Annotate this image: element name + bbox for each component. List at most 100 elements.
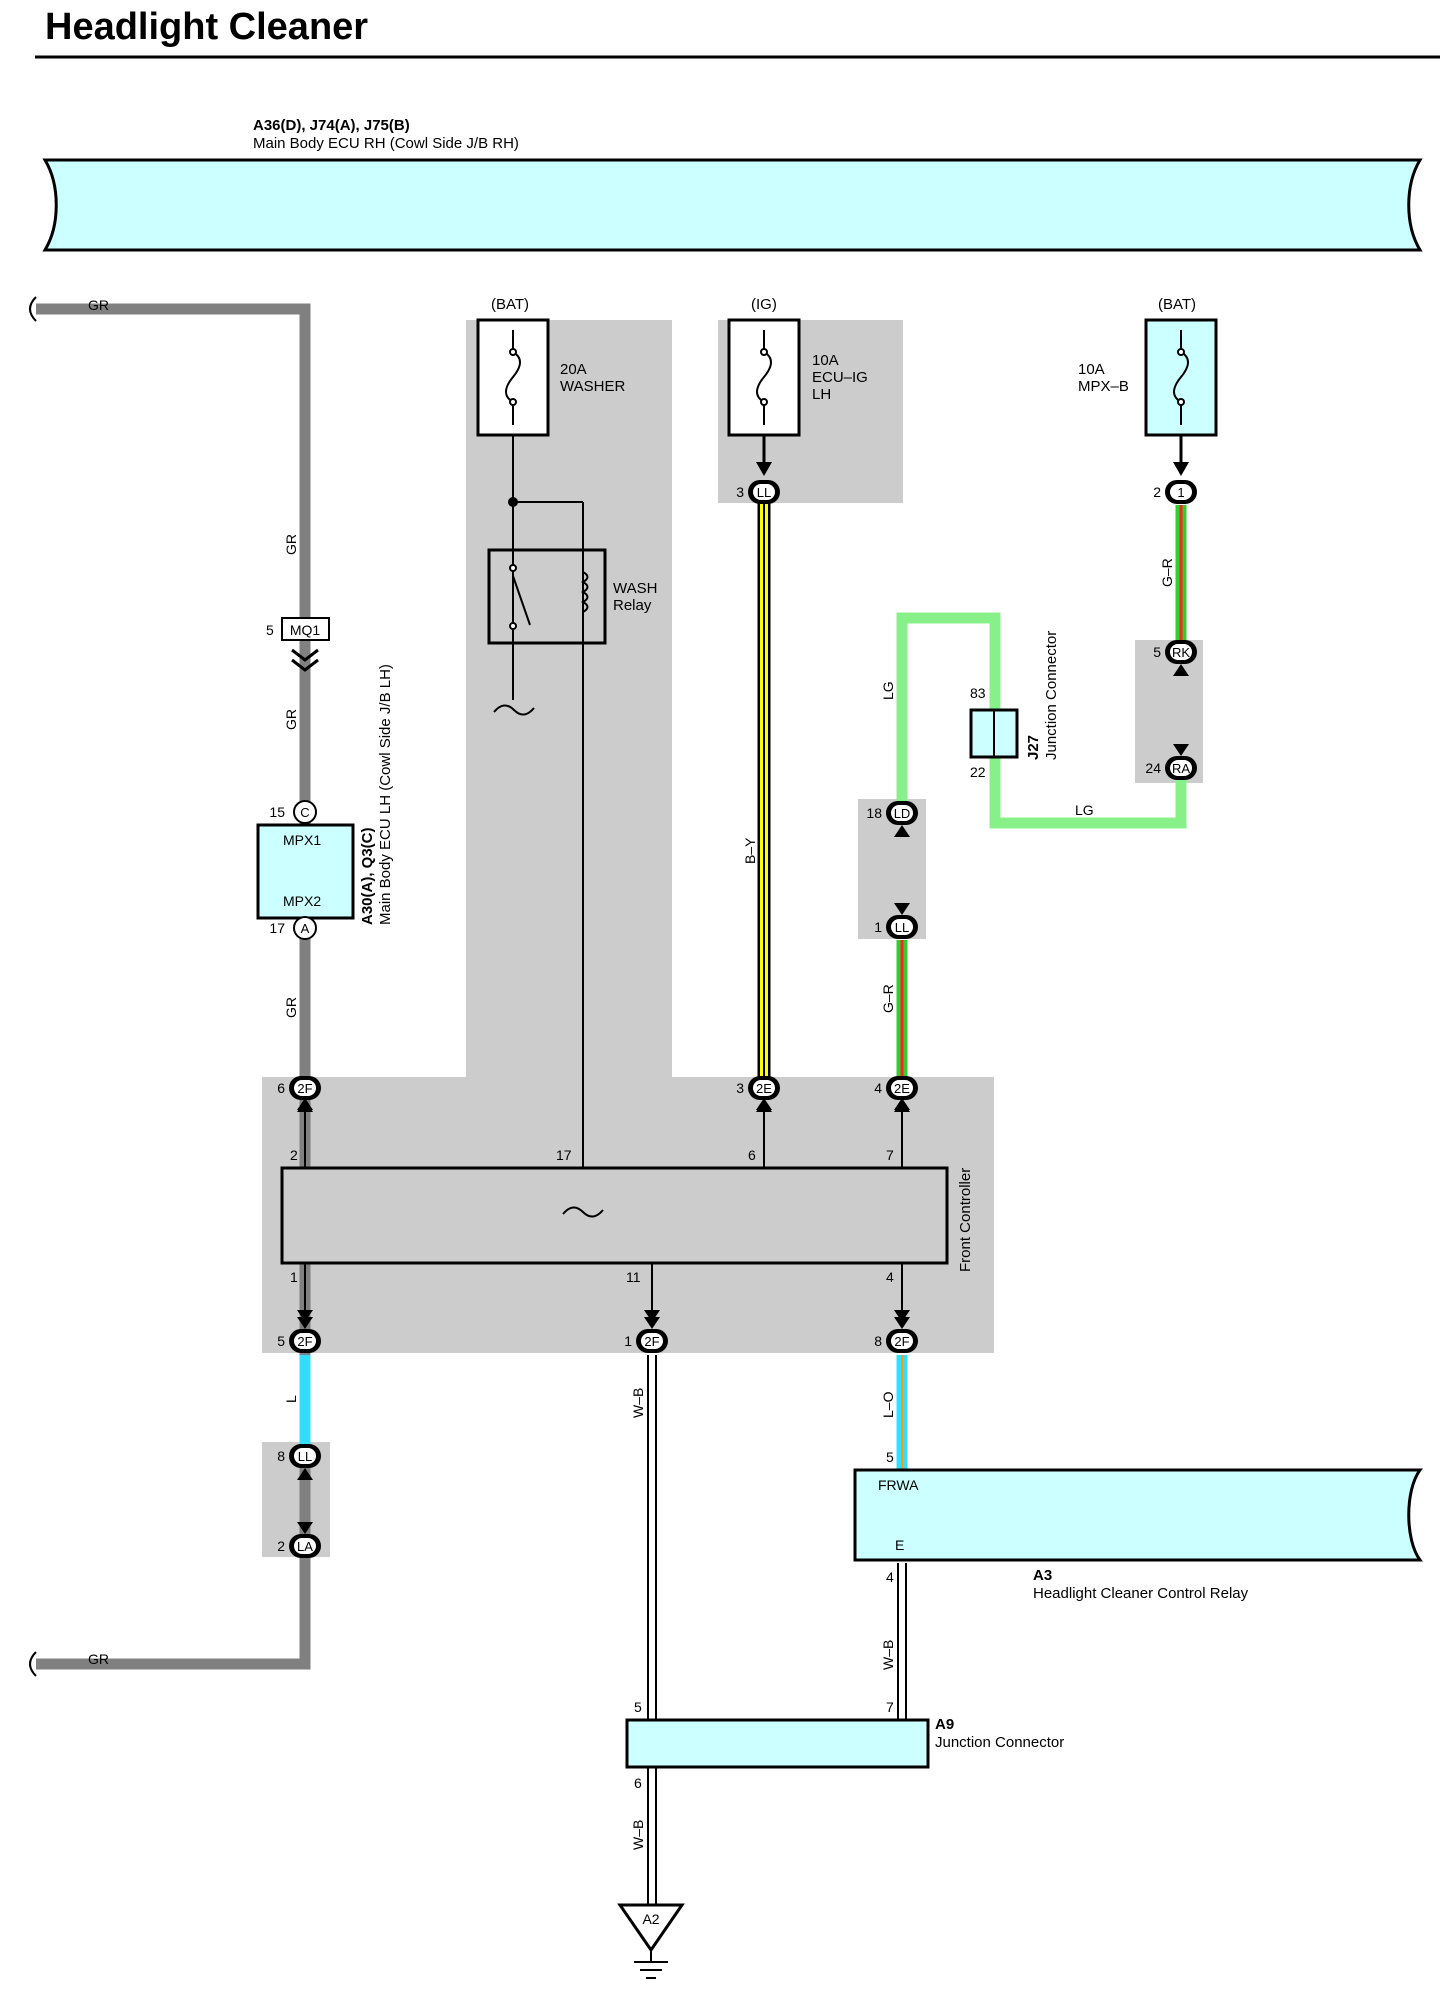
wash-relay-name2: Relay <box>613 597 652 614</box>
svg-text:5: 5 <box>1153 644 1161 660</box>
fuse-washer <box>476 318 550 437</box>
wire-label-by: B–Y <box>742 837 758 864</box>
ecu-ig-fuse-name2: LH <box>812 386 831 403</box>
wire-label-lo: L–O <box>880 1391 896 1418</box>
fc-pin-1: 1 <box>290 1269 298 1285</box>
svg-text:A: A <box>301 921 310 936</box>
fc-pin-2: 2 <box>290 1147 298 1163</box>
svg-text:2: 2 <box>277 1538 285 1554</box>
main-body-ecu-rh-code: A36(D), J74(A), J75(B) <box>253 117 410 134</box>
connector-a: A17 <box>269 916 317 940</box>
arrow <box>756 462 772 476</box>
washer-fuse-name: WASHER <box>560 378 625 395</box>
svg-text:15: 15 <box>269 804 285 820</box>
svg-text:2: 2 <box>1153 484 1161 500</box>
svg-text:2F: 2F <box>894 1334 909 1349</box>
svg-text:2F: 2F <box>644 1334 659 1349</box>
mpxb-fuse-name: MPX–B <box>1078 378 1129 395</box>
svg-text:24: 24 <box>1145 760 1161 776</box>
a3-pin-5: 5 <box>886 1449 894 1465</box>
svg-text:2E: 2E <box>894 1081 910 1096</box>
svg-text:2F: 2F <box>297 1081 312 1096</box>
svg-text:LA: LA <box>297 1539 313 1554</box>
j27-name: Junction Connector <box>1043 631 1060 760</box>
a3-frwa: FRWA <box>878 1477 919 1493</box>
a9-code: A9 <box>935 1716 954 1733</box>
connector-c: C 15 <box>269 800 317 824</box>
j27-pin-22: 22 <box>970 764 986 780</box>
connector-fc-2f-8: 2F 8 <box>874 1317 918 1353</box>
connector-fc-2f-5: 2F 5 <box>277 1317 321 1353</box>
wire-label-lg-1: LG <box>880 681 896 700</box>
fc-pin-11: 11 <box>626 1269 641 1285</box>
ground-label: A2 <box>642 1911 659 1927</box>
a3-name: Headlight Cleaner Control Relay <box>1033 1585 1249 1602</box>
connector-ll-mid: LL1 <box>874 903 918 939</box>
shaded-regions <box>262 320 1203 1557</box>
svg-text:LL: LL <box>298 1449 312 1464</box>
svg-text:4: 4 <box>874 1080 882 1096</box>
headlight-cleaner-control-relay <box>853 1468 1423 1562</box>
splice-dot <box>508 497 518 507</box>
arrow <box>297 1310 313 1322</box>
svg-text:8: 8 <box>277 1448 285 1464</box>
front-controller <box>280 1166 949 1265</box>
svg-text:5: 5 <box>277 1333 285 1349</box>
main-body-ecu-lh-name: Main Body ECU LH (Cowl Side J/B LH) <box>377 664 394 925</box>
arrow <box>756 1098 772 1110</box>
connector-mq1-pin: 5 <box>266 622 274 638</box>
main-body-ecu-lh <box>256 823 355 920</box>
svg-text:3: 3 <box>736 484 744 500</box>
svg-text:1: 1 <box>624 1333 632 1349</box>
a3-code: A3 <box>1033 1567 1052 1584</box>
wire-label-gr-top: GR <box>88 297 109 313</box>
arrow <box>894 1310 910 1322</box>
svg-text:8: 8 <box>874 1333 882 1349</box>
fc-pin-7: 7 <box>886 1147 894 1163</box>
ecu-ig-fuse-name1: ECU–IG <box>812 369 868 386</box>
svg-text:LD: LD <box>894 806 911 821</box>
svg-text:1: 1 <box>1177 485 1184 500</box>
arrow <box>1173 462 1189 476</box>
wire-label-lg-2: LG <box>1075 802 1094 818</box>
wire-label-wb-1: W–B <box>630 1388 646 1418</box>
main-body-ecu-rh-bar <box>42 158 1423 252</box>
wire-label-wb-2: W–B <box>880 1640 896 1670</box>
wire-label-wb-3: W–B <box>630 1820 646 1850</box>
svg-text:2F: 2F <box>297 1334 312 1349</box>
wire-wb <box>647 1355 907 1905</box>
arrow <box>644 1310 660 1322</box>
arrow <box>894 1098 910 1110</box>
svg-text:RK: RK <box>1172 645 1190 660</box>
a9-pin-7: 7 <box>886 1699 894 1715</box>
connector-ll-ig: LL3 <box>736 480 780 504</box>
a9-pin-5: 5 <box>634 1699 642 1715</box>
ground-symbol <box>617 1903 685 1979</box>
svg-text:C: C <box>300 805 309 820</box>
main-body-ecu-rh-name: Main Body ECU RH (Cowl Side J/B RH) <box>253 135 519 152</box>
connector-mq1-id: MQ1 <box>290 622 321 638</box>
junction-a9 <box>625 1718 930 1769</box>
svg-text:3: 3 <box>736 1080 744 1096</box>
j27-code: J27 <box>1025 735 1042 760</box>
ig-label: (IG) <box>751 296 777 313</box>
connector-fc-2e-4: 2E 4 <box>874 1076 918 1112</box>
mpxb-fuse-amps: 10A <box>1078 361 1105 378</box>
arrow <box>297 1098 313 1110</box>
mpx2-label: MPX2 <box>283 893 321 909</box>
connector-la: LA 2 <box>277 1522 321 1558</box>
svg-text:18: 18 <box>866 805 882 821</box>
fuse-ecu-ig <box>727 318 801 437</box>
svg-text:6: 6 <box>277 1080 285 1096</box>
a9-name: Junction Connector <box>935 1734 1064 1751</box>
wire-gr <box>36 303 311 1670</box>
mq1-chevrons <box>291 648 319 672</box>
wire-label-gr-mpx: G–R <box>1159 558 1175 587</box>
wire-break-marks <box>29 296 37 1677</box>
svg-text:RA: RA <box>1172 761 1190 776</box>
fc-pin-6: 6 <box>748 1147 756 1163</box>
wire-label-gr-bottom: GR <box>88 1651 109 1667</box>
